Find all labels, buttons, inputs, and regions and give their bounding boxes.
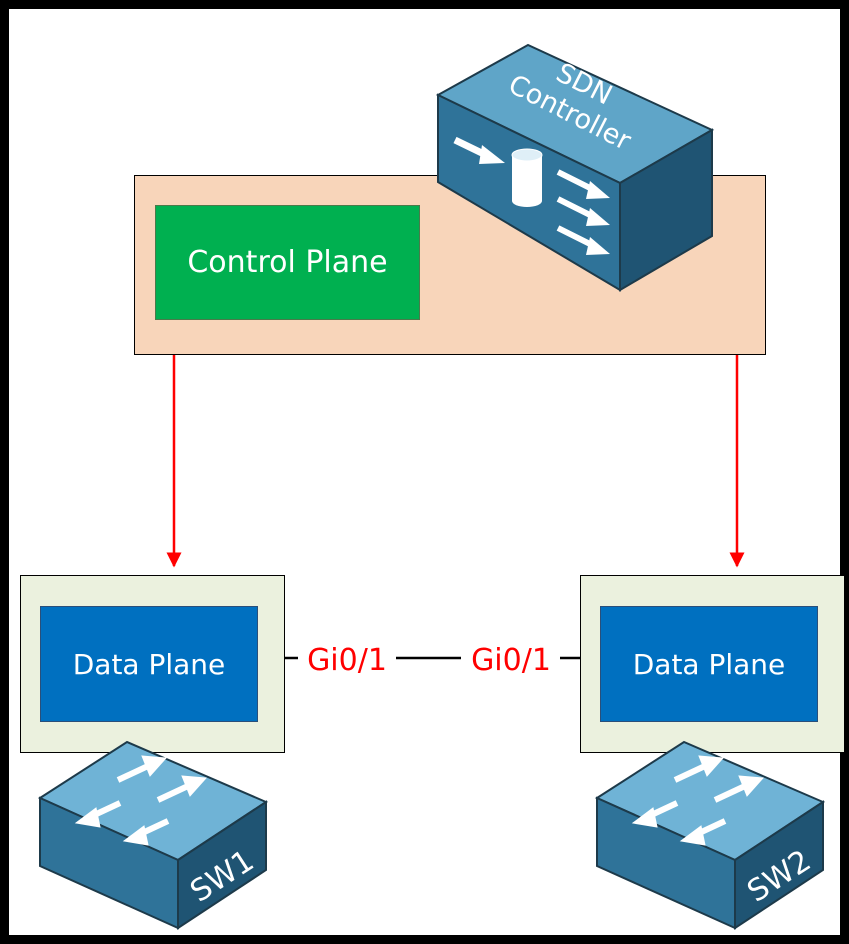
data-plane-label-sw2: Data Plane — [632, 647, 786, 681]
controller-inlet-arrow-icon — [453, 136, 505, 164]
port-label-sw1: Gi0/1 — [307, 643, 387, 678]
switch-icon-sw1: SW1 — [37, 740, 269, 930]
port-label-sw2: Gi0/1 — [471, 643, 551, 678]
sdn-controller-icon: SDN Controller — [435, 43, 715, 292]
controller-database-icon — [511, 148, 543, 207]
data-plane-label-sw1: Data Plane — [72, 647, 226, 681]
switch-icon-sw2: SW2 — [594, 740, 826, 930]
switch-arrows-icon-sw1 — [74, 755, 208, 846]
control-plane-box: Control Plane — [155, 205, 420, 320]
controller-outlet-arrows-icon — [556, 169, 610, 255]
switch-arrows-icon-sw2 — [631, 755, 765, 846]
control-plane-label: Control Plane — [187, 245, 388, 280]
data-plane-box-sw2: Data Plane — [600, 606, 818, 722]
data-plane-box-sw1: Data Plane — [40, 606, 258, 722]
